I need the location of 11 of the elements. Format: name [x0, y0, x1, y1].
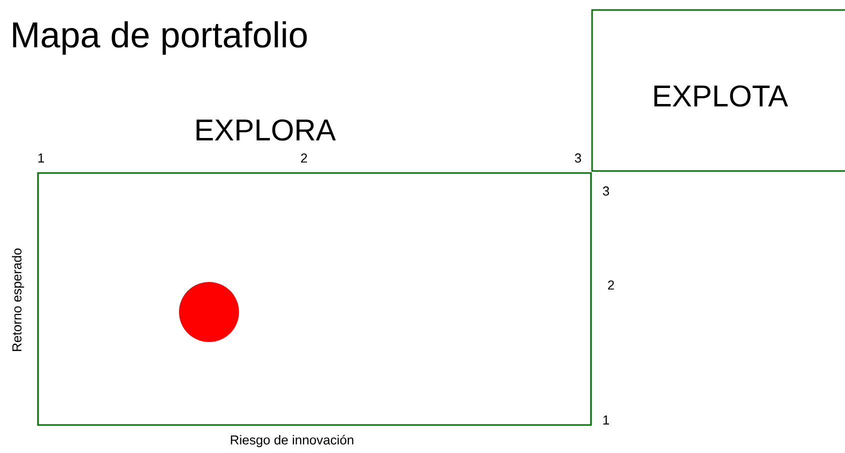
tick-label: 1 [603, 416, 609, 424]
title: Mapa de portafolio [13, 21, 307, 55]
axis-label: Riesgo de innovación [230, 434, 354, 448]
tick-label: 3 [602, 186, 610, 196]
tick-label: 1 [38, 154, 44, 162]
quadrant-box: EXPLOTA [591, 9, 845, 172]
axis-label: Retorno esperado [12, 248, 24, 351]
tick-label: 2 [301, 153, 307, 163]
tick-label: 2 [608, 280, 614, 290]
data-dot [179, 282, 239, 342]
node-label: EXPLORA [196, 119, 336, 141]
